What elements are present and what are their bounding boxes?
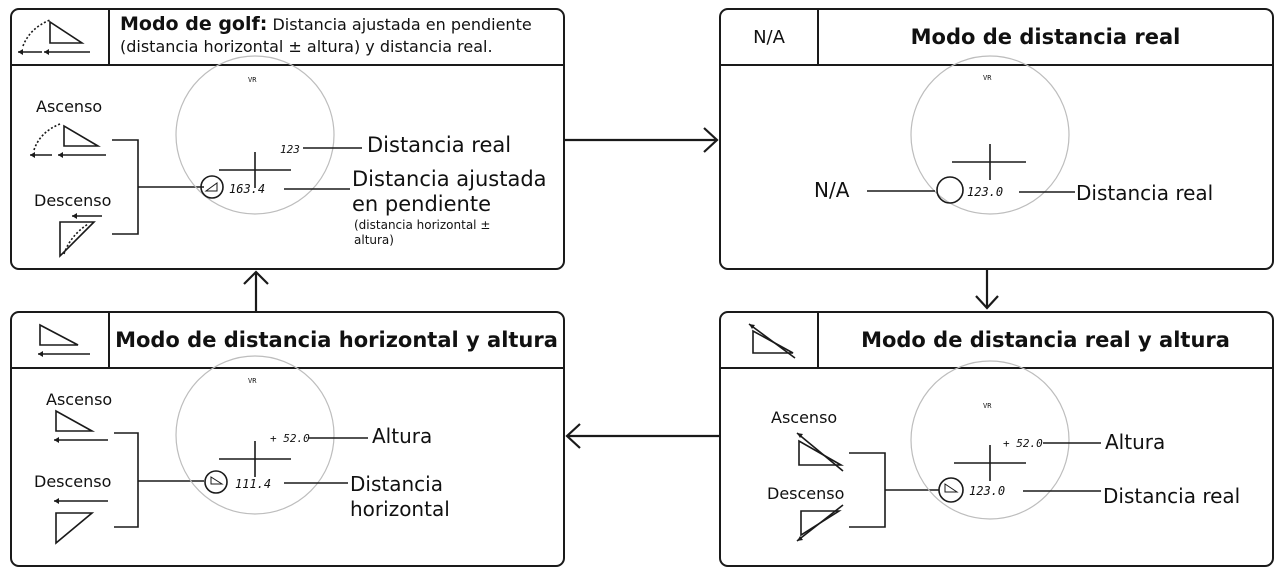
horizontal-icon	[38, 323, 90, 357]
real-header: N/A Modo de distancia real	[721, 10, 1272, 66]
real-height-label-distance: Distancia real	[1103, 484, 1241, 508]
golf-header: Modo de golf: Distancia ajustada en pend…	[12, 10, 563, 66]
golf-ascenso-label: Ascenso	[36, 97, 103, 116]
horizontal-header: Modo de distancia horizontal y altura	[12, 313, 563, 369]
real-height-bracket	[849, 452, 939, 528]
golf-display-main: 163.4	[229, 182, 265, 196]
real-height-display-top: + 52.0	[1003, 437, 1043, 450]
horizontal-display-top: + 52.0	[270, 432, 310, 445]
descent-real-icon	[796, 504, 844, 542]
golf-scope-circle	[175, 55, 335, 215]
real-height-mode-icon-circle	[938, 477, 964, 503]
golf-title-line2: (distancia horizontal ± altura) y distan…	[120, 37, 493, 56]
real-height-display-main: 123.0	[969, 484, 1005, 498]
golf-label-real: Distancia real	[367, 133, 512, 157]
panel-horizontal-height-mode: Modo de distancia horizontal y altura As…	[10, 311, 565, 567]
horizontal-scope-circle	[175, 355, 335, 515]
ascent-arc-icon	[30, 123, 106, 158]
golf-display-top: 123	[280, 143, 300, 156]
arrow-real-to-real-height	[975, 270, 999, 310]
real-scope-circle	[910, 55, 1070, 215]
real-height-scope-circle	[910, 360, 1070, 520]
ascent-horizontal-icon	[54, 409, 108, 443]
golf-descenso-label: Descenso	[34, 191, 112, 210]
golf-label-adjusted-1: Distancia ajustada	[352, 167, 547, 191]
real-height-label-height: Altura	[1105, 430, 1166, 454]
real-height-header-icon-cell	[721, 313, 819, 367]
arrow-horizontal-to-golf	[243, 270, 269, 311]
arrow-golf-to-real	[565, 127, 719, 153]
real-height-title: Modo de distancia real y altura	[861, 328, 1230, 352]
descent-arc-icon	[59, 213, 102, 258]
horizontal-label-distance-2: horizontal	[350, 497, 450, 521]
horizontal-ascenso-label: Ascenso	[46, 390, 113, 409]
golf-label-adjusted-2: en pendiente	[352, 192, 492, 216]
horizontal-display-main: 111.4	[235, 477, 271, 491]
slope-arc-icon	[18, 19, 90, 55]
real-title: Modo de distancia real	[910, 25, 1181, 49]
golf-title-bold: Modo de golf:	[120, 13, 268, 35]
panel-real-height-mode: Modo de distancia real y altura Ascenso …	[719, 311, 1274, 567]
real-height-ascenso-label: Ascenso	[771, 408, 838, 427]
panel-real-distance-mode: N/A Modo de distancia real N/A Distancia…	[719, 8, 1274, 270]
horizontal-descenso-label: Descenso	[34, 472, 112, 491]
svg-text:VR: VR	[983, 74, 992, 82]
golf-mode-icon-circle	[200, 175, 224, 199]
horizontal-header-icon-cell	[12, 313, 110, 367]
golf-label-adjusted-4: altura)	[354, 233, 394, 247]
svg-text:VR: VR	[248, 377, 257, 385]
arrow-real-height-to-horizontal	[565, 423, 719, 449]
real-mode-icon-circle	[936, 176, 964, 204]
real-height-icon	[748, 323, 796, 359]
golf-title-rest: Distancia ajustada en pendiente	[267, 15, 532, 34]
real-height-header: Modo de distancia real y altura	[721, 313, 1272, 369]
svg-text:VR: VR	[983, 402, 992, 410]
real-label-distance: Distancia real	[1076, 181, 1214, 205]
real-display-main: 123.0	[967, 185, 1003, 199]
descent-horizontal-icon	[54, 498, 108, 545]
golf-title-line1: Modo de golf: Distancia ajustada en pend…	[120, 14, 532, 35]
real-height-descenso-label: Descenso	[767, 484, 845, 503]
panel-golf-mode: Modo de golf: Distancia ajustada en pend…	[10, 8, 565, 270]
golf-bracket	[112, 139, 204, 235]
horizontal-bracket	[114, 432, 204, 528]
golf-label-adjusted-3: (distancia horizontal ±	[354, 218, 491, 232]
golf-scope-vr: VR	[248, 76, 257, 84]
real-header-na: N/A	[753, 26, 785, 48]
horizontal-title: Modo de distancia horizontal y altura	[115, 328, 558, 352]
real-label-na: N/A	[814, 178, 850, 202]
golf-header-icon-cell	[12, 10, 110, 64]
ascent-real-icon	[796, 432, 845, 472]
horizontal-label-height: Altura	[372, 424, 433, 448]
horizontal-mode-icon-circle	[204, 470, 228, 494]
real-header-icon-cell: N/A	[721, 10, 819, 64]
horizontal-label-distance-1: Distancia	[350, 472, 443, 496]
